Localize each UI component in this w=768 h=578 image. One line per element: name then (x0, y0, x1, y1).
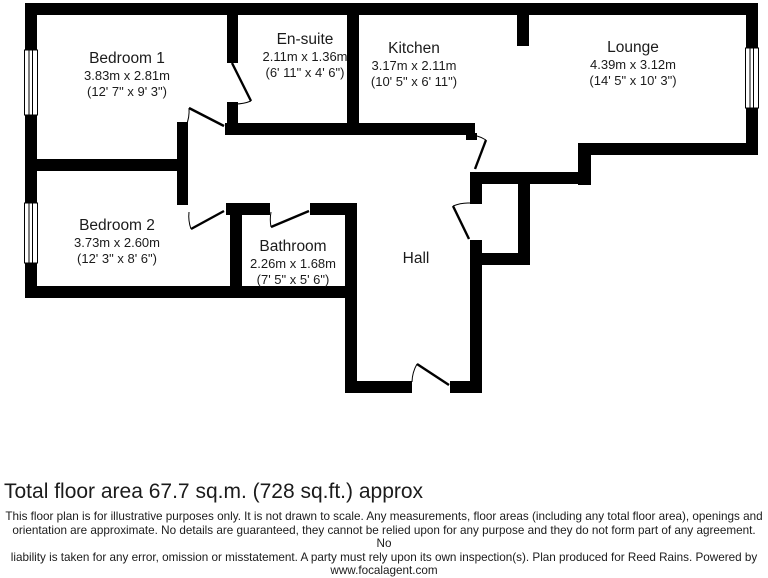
doors (185, 62, 488, 387)
disclaimer: This floor plan is for illustrative purp… (0, 510, 768, 578)
room-name: Bedroom 1 (89, 50, 165, 67)
room-imperial: (6' 11" x 4' 6") (266, 65, 345, 80)
wall-segment (518, 184, 530, 265)
room-metric: 3.73m x 2.60m (74, 235, 160, 250)
room-imperial: (7' 5" x 5' 6") (257, 272, 330, 287)
room-imperial: (14' 5" x 10' 3") (589, 73, 676, 88)
wall-segment (345, 203, 357, 393)
door-bathroom (269, 209, 310, 229)
room-metric: 4.39m x 3.12m (590, 57, 676, 72)
door-kitchen (473, 135, 488, 170)
wall-segment (177, 122, 188, 205)
wall-segment (345, 381, 412, 393)
window-lounge (745, 47, 759, 109)
wall-segment (25, 3, 37, 51)
room-label-hall: Hall (403, 250, 430, 267)
floor-plan-svg: Bedroom 1 3.83m x 2.81m (12' 7" x 9' 3")… (24, 3, 759, 393)
room-label-ensuite: En-suite 2.11m x 1.36m (6' 11" x 4' 6") (262, 31, 347, 80)
wall-segment (25, 286, 357, 298)
wall-segment (470, 172, 591, 184)
wall-segment (230, 207, 242, 298)
room-name: Bathroom (259, 238, 326, 255)
wall-segment (36, 159, 178, 171)
room-label-lounge: Lounge 4.39m x 3.12m (14' 5" x 10' 3") (589, 39, 676, 88)
window-bedroom-2 (24, 202, 38, 264)
room-imperial: (10' 5" x 6' 11") (371, 74, 457, 89)
room-imperial: (12' 3" x 8' 6") (77, 251, 157, 266)
wall-segment (746, 3, 758, 49)
wall-segment (310, 203, 357, 215)
wall-segment (450, 381, 482, 393)
room-name: Lounge (607, 39, 659, 56)
total-floor-area: Total floor area 67.7 sq.m. (728 sq.ft.)… (4, 480, 424, 503)
room-label-kitchen: Kitchen 3.17m x 2.11m (10' 5" x 6' 11") (371, 40, 457, 89)
room-label-bedroom-2: Bedroom 2 3.73m x 2.60m (12' 3" x 8' 6") (74, 217, 160, 266)
wall-segment (227, 102, 238, 135)
wall-segment (25, 3, 758, 15)
disclaimer-line: liability is taken for any error, omissi… (10, 550, 758, 564)
windows (24, 47, 759, 264)
room-metric: 2.26m x 1.68m (250, 256, 336, 271)
door-hall-cupboard (451, 202, 471, 240)
wall-segment (347, 14, 359, 135)
wall-segment (466, 133, 477, 140)
room-metric: 2.11m x 1.36m (262, 49, 347, 64)
room-imperial: (12' 7" x 9' 3") (87, 84, 167, 99)
wall-segment (470, 240, 482, 393)
door-bedroom-1 (185, 106, 225, 128)
door-bedroom-2 (188, 209, 225, 231)
wall-segment (470, 184, 482, 204)
floor-plan: Bedroom 1 3.83m x 2.81m (12' 7" x 9' 3")… (24, 3, 759, 393)
door-ensuite (230, 62, 253, 105)
room-name: En-suite (277, 31, 334, 48)
room-metric: 3.17m x 2.11m (371, 58, 456, 73)
disclaimer-line: orientation are approximate. No details … (12, 523, 756, 551)
disclaimer-line: This floor plan is for illustrative purp… (5, 510, 763, 523)
room-label-bathroom: Bathroom 2.26m x 1.68m (7' 5" x 5' 6") (250, 238, 336, 287)
wall-segment (227, 14, 238, 63)
disclaimer-line: www.focalagent.com (330, 564, 438, 578)
room-labels: Bedroom 1 3.83m x 2.81m (12' 7" x 9' 3")… (74, 31, 677, 287)
wall-segment (517, 14, 529, 46)
room-name: Bedroom 2 (79, 217, 155, 234)
wall-segment (578, 143, 758, 155)
room-name: Kitchen (388, 40, 440, 57)
room-label-bedroom-1: Bedroom 1 3.83m x 2.81m (12' 7" x 9' 3") (84, 50, 170, 99)
wall-segment (225, 123, 350, 135)
wall-segment (347, 123, 475, 135)
door-entrance (411, 362, 450, 387)
room-metric: 3.83m x 2.81m (84, 68, 170, 83)
room-name: Hall (403, 250, 430, 267)
footer: Total floor area 67.7 sq.m. (728 sq.ft.)… (0, 480, 768, 578)
wall-segment (25, 114, 37, 204)
window-bedroom-1 (24, 49, 38, 116)
walls (25, 3, 758, 393)
wall-segment (470, 253, 530, 265)
